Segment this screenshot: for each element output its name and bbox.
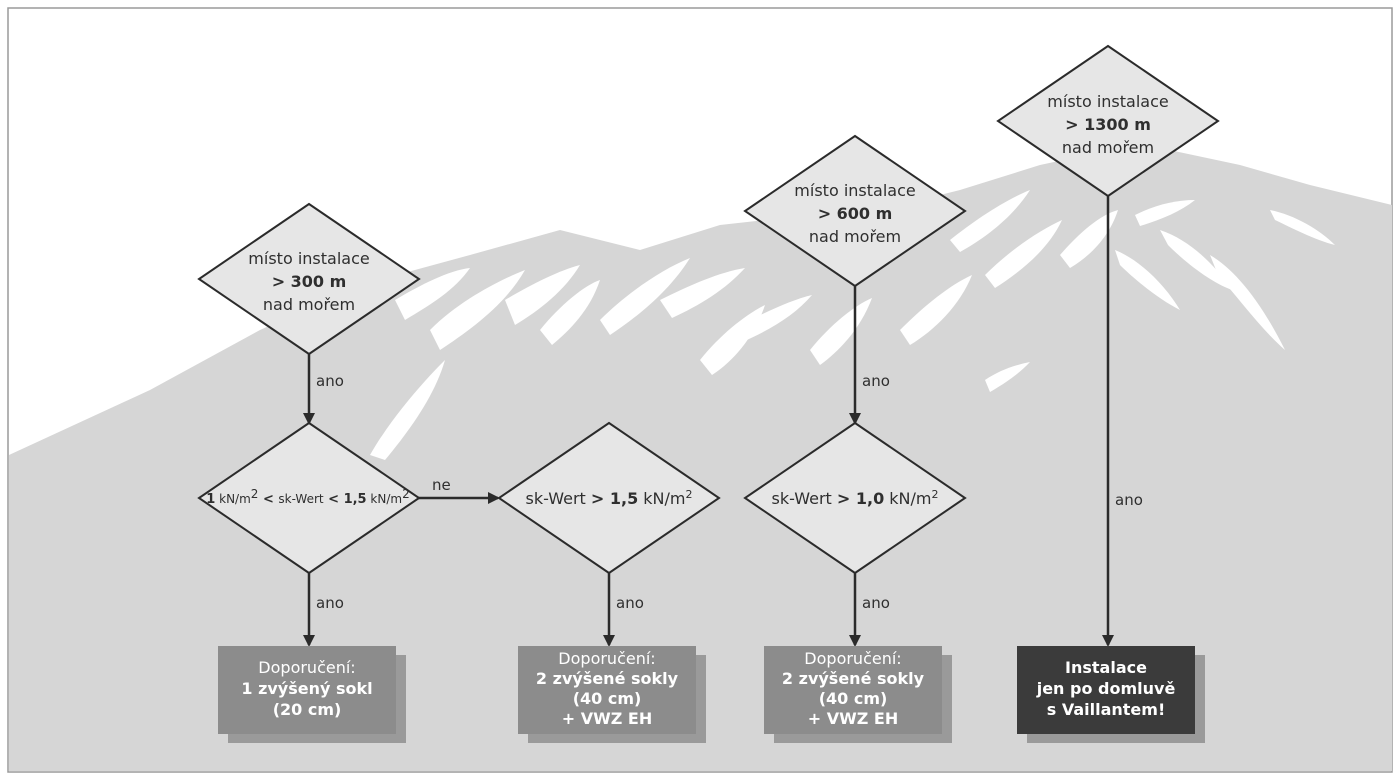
decision-1300-line3: nad mořem	[1062, 138, 1154, 157]
decision-600-line3: nad mořem	[809, 227, 901, 246]
box4-line1: Instalace	[1065, 658, 1147, 677]
decision-snow-load-1-0: sk-Wert > 1,0 kN/m2	[743, 421, 967, 575]
decision-600-line2: > 600 m	[818, 204, 893, 223]
box4-line3: s Vaillantem!	[1047, 700, 1166, 719]
edge-label-ano-3: ano	[616, 594, 644, 612]
box4-line2: jen po domluvě	[1036, 679, 1176, 698]
decision-snow-1-5-text: sk-Wert > 1,5 kN/m2	[525, 488, 692, 508]
decision-altitude-1300: místo instalace > 1300 m nad mořem	[996, 44, 1220, 198]
decision-altitude-600: místo instalace > 600 m nad mořem	[743, 134, 967, 288]
box2-line2: 2 zvýšené sokly	[536, 669, 679, 688]
decision-altitude-300: místo instalace > 300 m nad mořem	[197, 202, 421, 356]
box2-line3: (40 cm)	[573, 689, 642, 708]
recommendation-box-2: Doporučení: 2 zvýšené sokly (40 cm) + VW…	[518, 646, 706, 743]
recommendation-box-1: Doporučení: 1 zvýšený sokl (20 cm)	[218, 646, 406, 743]
edge-label-ano-2: ano	[316, 594, 344, 612]
edge-label-ano-4: ano	[862, 372, 890, 390]
decision-600-line1: místo instalace	[794, 181, 915, 200]
box1-line2: 1 zvýšený sokl	[241, 679, 372, 698]
warning-box-vaillant: Instalace jen po domluvě s Vaillantem!	[1017, 646, 1205, 743]
decision-snow-1-0-text: sk-Wert > 1,0 kN/m2	[771, 488, 938, 508]
edge-label-ano-1: ano	[316, 372, 344, 390]
box3-line3: (40 cm)	[819, 689, 888, 708]
decision-300-line1: místo instalace	[248, 249, 369, 268]
recommendation-box-3: Doporučení: 2 zvýšené sokly (40 cm) + VW…	[764, 646, 952, 743]
box2-line1: Doporučení:	[558, 649, 655, 668]
box2-line4: + VWZ EH	[562, 709, 653, 728]
decision-1300-line2: > 1300 m	[1065, 115, 1151, 134]
edge-label-ne: ne	[432, 476, 451, 494]
connectors	[303, 196, 1114, 647]
decision-snow-range-text: 1 kN/m2 < sk-Wert < 1,5 kN/m2	[206, 487, 409, 507]
box3-line4: + VWZ EH	[808, 709, 899, 728]
edge-label-ano-6: ano	[1115, 491, 1143, 509]
box3-line1: Doporučení:	[804, 649, 901, 668]
box3-line2: 2 zvýšené sokly	[782, 669, 925, 688]
box1-line3: (20 cm)	[273, 700, 342, 719]
decision-1300-line1: místo instalace	[1047, 92, 1168, 111]
decision-300-line3: nad mořem	[263, 295, 355, 314]
decision-snow-load-range: 1 kN/m2 < sk-Wert < 1,5 kN/m2	[197, 421, 421, 575]
decision-300-line2: > 300 m	[272, 272, 347, 291]
edge-label-ano-5: ano	[862, 594, 890, 612]
snow-streaks	[370, 190, 1335, 460]
decision-snow-load-1-5: sk-Wert > 1,5 kN/m2	[497, 421, 721, 575]
box1-line1: Doporučení:	[258, 658, 355, 677]
